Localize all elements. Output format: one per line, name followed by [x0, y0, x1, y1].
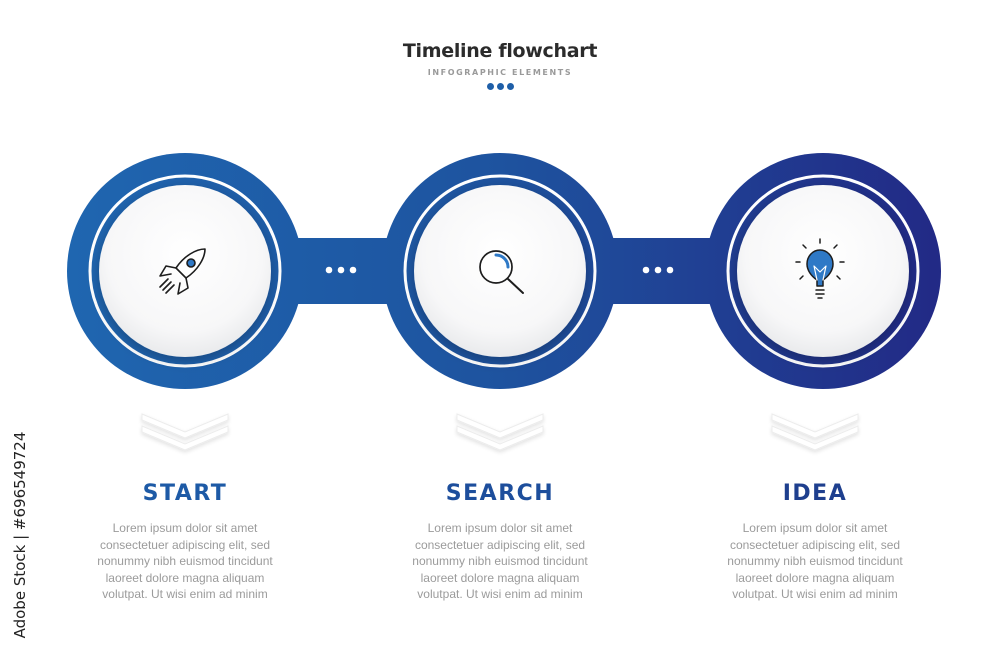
description-line: nonummy nibh euismod tincidunt [97, 554, 273, 568]
description-line: consectetuer adipiscing elit, sed [99, 537, 271, 552]
description-line: nonummy nibh euismod tincidunt [727, 554, 903, 568]
page-subtitle: INFOGRAPHIC ELEMENTS [427, 68, 573, 77]
description-line: laoreet dolore magna aliquam [105, 570, 265, 585]
connector-dots-2 [642, 266, 674, 274]
description-line: Lorem ipsum dolor sit amet [742, 521, 888, 535]
step-title-search: SEARCH [445, 481, 555, 506]
connector-dots-1 [325, 266, 357, 274]
description-line: laoreet dolore magna aliquam [420, 570, 580, 585]
header: Timeline flowchart INFOGRAPHIC ELEMENTS [0, 40, 1000, 90]
description-line: volutpat. Ut wisi enim ad minim [732, 587, 898, 601]
chevron-down-icon [771, 413, 859, 451]
description-line: consectetuer adipiscing elit, sed [414, 537, 586, 552]
lightbulb-icon [795, 238, 845, 299]
magnifier-icon [479, 250, 524, 294]
step-description-start: Lorem ipsum dolor sit amet consectetuer … [65, 520, 305, 603]
header-dot [486, 83, 494, 90]
description-line: nonummy nibh euismod tincidunt [412, 554, 588, 568]
description-line: consectetuer adipiscing elit, sed [729, 537, 901, 552]
description-line: volutpat. Ut wisi enim ad minim [102, 587, 268, 601]
description-line: laoreet dolore magna aliquam [735, 570, 895, 585]
header-dot [506, 83, 514, 90]
page-title: Timeline flowchart [402, 40, 598, 62]
description-line: volutpat. Ut wisi enim ad minim [417, 587, 583, 601]
stock-id-text: Adobe Stock | #696549724 [11, 431, 29, 639]
step-title-idea: IDEA [782, 481, 848, 506]
chevron-down-icon [456, 413, 544, 451]
step-title-start: START [142, 481, 228, 506]
description-line: Lorem ipsum dolor sit amet [112, 521, 258, 535]
header-dots [0, 83, 1000, 90]
stock-id-watermark: Adobe Stock | #696549724 [10, 420, 30, 650]
step-description-idea: Lorem ipsum dolor sit amet consectetuer … [695, 520, 935, 603]
step-description-search: Lorem ipsum dolor sit amet consectetuer … [380, 520, 620, 603]
description-line: Lorem ipsum dolor sit amet [427, 521, 573, 535]
rocket-icon [159, 248, 206, 295]
header-dot [496, 83, 504, 90]
chevron-down-icon [141, 413, 229, 451]
